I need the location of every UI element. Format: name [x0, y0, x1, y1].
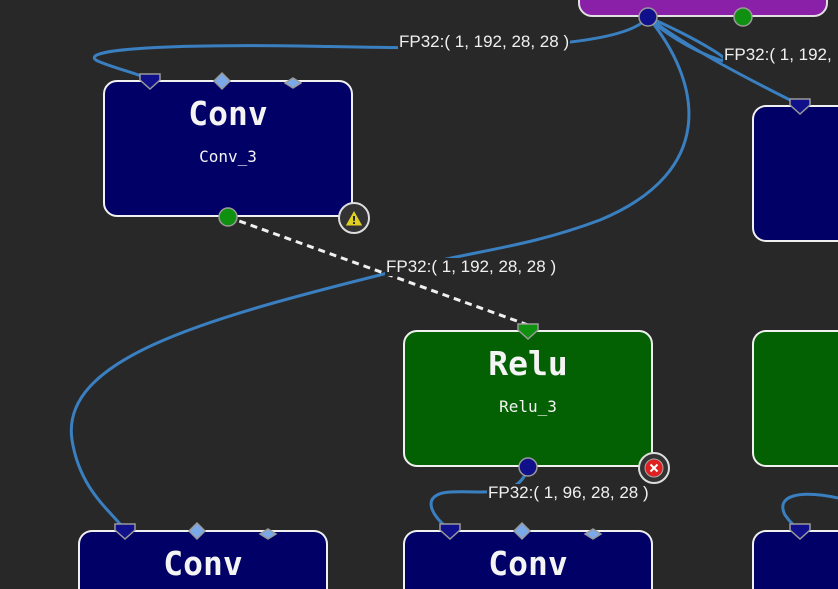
input-port[interactable] — [789, 523, 811, 541]
edge-loop-right[interactable] — [646, 15, 727, 63]
output-port[interactable] — [218, 207, 238, 227]
edge-label: FP32:( 1, 192, 28, 28 ) — [398, 32, 571, 51]
edge-to-right-node[interactable] — [647, 15, 801, 107]
edge-to-bottom-left-conv[interactable] — [69, 16, 691, 531]
input-port[interactable] — [789, 98, 811, 116]
bias-port[interactable] — [583, 528, 603, 540]
output-port[interactable] — [518, 457, 538, 477]
weight-port[interactable] — [212, 71, 232, 91]
error-badge[interactable] — [638, 452, 670, 484]
node-relu-3[interactable]: Relu Relu_3 — [403, 330, 653, 467]
node-conv-bottom-right[interactable] — [752, 530, 838, 589]
bias-port[interactable] — [258, 528, 278, 540]
edge-label: FP32:( 1, 96, 28, 28 ) — [487, 483, 650, 502]
node-op: Conv — [163, 544, 243, 583]
node-op: Conv — [488, 544, 568, 583]
error-icon — [644, 458, 664, 478]
weight-port[interactable] — [187, 521, 207, 541]
svg-text:!: ! — [351, 214, 356, 227]
weight-port[interactable] — [512, 521, 532, 541]
node-name: Conv_3 — [199, 147, 257, 166]
edge-dashed-conv3-relu3[interactable] — [227, 215, 529, 327]
input-port[interactable] — [439, 523, 461, 541]
output-port[interactable] — [733, 7, 753, 27]
input-port[interactable] — [517, 323, 539, 341]
bias-port[interactable] — [283, 77, 303, 89]
node-op: Relu — [488, 344, 568, 383]
node-name: Relu_3 — [499, 397, 557, 416]
edge-label: FP32:( 1, 192, — [723, 45, 833, 64]
warning-icon: ! — [344, 209, 364, 227]
node-op: Conv — [188, 94, 268, 133]
output-port[interactable] — [638, 7, 658, 27]
input-port[interactable] — [139, 73, 161, 91]
node-right-middle[interactable] — [752, 330, 838, 467]
edge-label: FP32:( 1, 192, 28, 28 ) — [385, 257, 558, 276]
input-port[interactable] — [114, 523, 136, 541]
warning-badge[interactable]: ! — [338, 202, 370, 234]
